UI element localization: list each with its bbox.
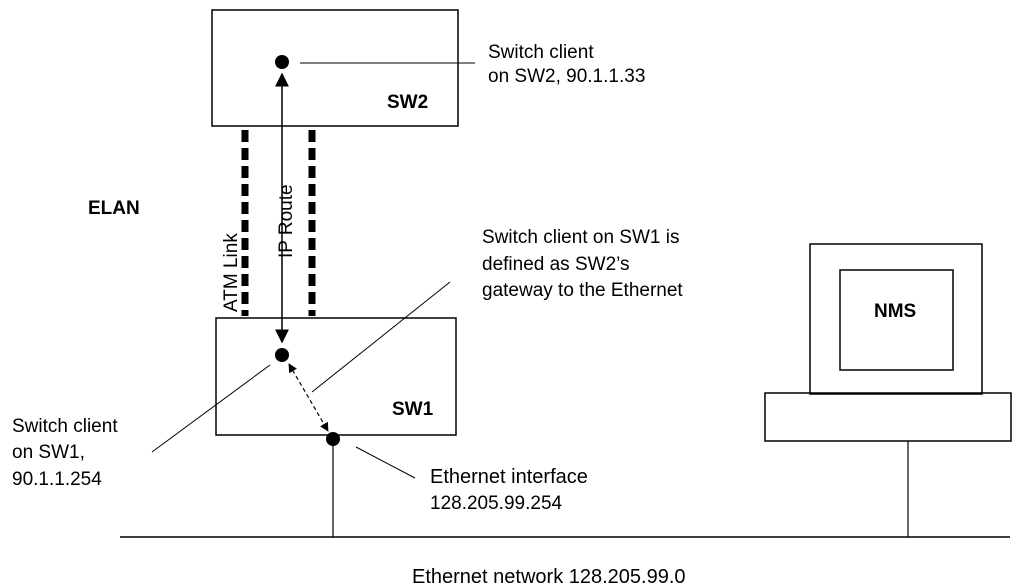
- svg-text:on SW1,: on SW1,: [12, 442, 85, 463]
- sw2-client-annotation: Switch client on SW2, 90.1.1.33: [488, 42, 645, 87]
- sw1-to-ethernet-arrow: [288, 363, 329, 432]
- svg-text:gateway to the Ethernet: gateway to the Ethernet: [482, 280, 683, 301]
- gateway-annotation: Switch client on SW1 is defined as SW2’s…: [482, 227, 683, 301]
- elan-label: ELAN: [88, 198, 140, 219]
- svg-text:Switch client: Switch client: [12, 416, 118, 437]
- svg-text:defined as SW2’s: defined as SW2’s: [482, 254, 630, 275]
- sw1-label: SW1: [392, 399, 434, 420]
- svg-text:Ethernet interface: Ethernet interface: [430, 466, 588, 488]
- svg-text:128.205.99.254: 128.205.99.254: [430, 493, 563, 514]
- svg-text:Switch client on SW1 is: Switch client on SW1 is: [482, 227, 679, 248]
- sw1-client-pointer: [151, 364, 271, 453]
- gateway-note-pointer: [311, 281, 451, 393]
- svg-text:90.1.1.254: 90.1.1.254: [12, 469, 102, 490]
- svg-text:on SW2, 90.1.1.33: on SW2, 90.1.1.33: [488, 66, 645, 87]
- nms-label: NMS: [874, 301, 916, 322]
- atm-link: [241, 130, 316, 316]
- sw1-switch: SW1: [215, 317, 457, 436]
- nms-workstation: NMS: [764, 243, 1012, 537]
- ethernet-interface-annotation: Ethernet interface 128.205.99.254: [430, 466, 588, 514]
- sw1-client-annotation: Switch client on SW1, 90.1.1.254: [12, 416, 118, 490]
- ip-route-label: IP Route: [276, 184, 297, 258]
- sw1-client-node: [275, 348, 289, 362]
- nms-screen: [839, 269, 954, 371]
- ethernet-network-label: Ethernet network 128.205.99.0: [412, 566, 686, 588]
- svg-text:Switch client: Switch client: [488, 42, 594, 63]
- sw2-client-node: [275, 55, 289, 69]
- nms-monitor: [809, 243, 983, 395]
- sw2-label: SW2: [387, 92, 428, 113]
- atm-link-label: ATM Link: [221, 233, 242, 312]
- sw2-switch: SW2: [211, 9, 459, 127]
- nms-base: [764, 392, 1012, 442]
- ethernet-interface-pointer: [355, 446, 416, 479]
